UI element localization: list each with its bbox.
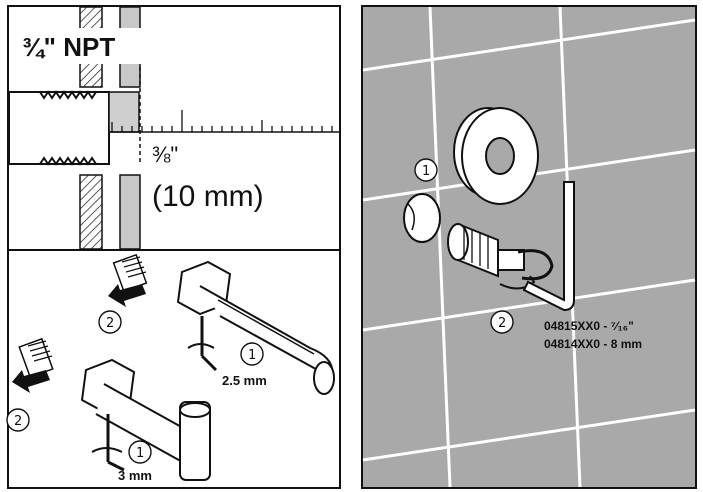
push-arrow-icon-upper <box>108 284 146 307</box>
tub-spout-upper <box>176 260 335 395</box>
hex-key-icon <box>522 181 575 312</box>
step-1a-number: 1 <box>248 348 256 363</box>
model-number-b: 04814XX0 - 8 mm <box>544 337 642 351</box>
npt-size-label: ¾" NPT <box>22 32 115 62</box>
spout-install-panel: 2 1 2.5 mm 2 <box>6 249 341 489</box>
step-1b-number: 1 <box>136 446 144 461</box>
step-2a-number: 2 <box>106 316 114 331</box>
step-badge-1b <box>128 440 152 464</box>
step-badge-wall-1 <box>414 158 438 182</box>
step-wall-1-number: 1 <box>422 164 430 179</box>
ruler <box>109 110 339 133</box>
thread-depth-panel: ¾" NPT ⅜" (10 mm) <box>7 5 341 251</box>
pipe-nipple <box>447 222 554 290</box>
model-number-a: 04815XX0 - ⁷⁄₁₆" <box>544 319 634 333</box>
depth-metric-label: (10 mm) <box>152 180 264 213</box>
tub-spout-lower <box>80 358 211 481</box>
step-badge-wall-2 <box>490 310 514 334</box>
hex-size-upper: 2.5 mm <box>222 373 267 388</box>
push-arrow-icon-lower <box>12 370 50 393</box>
step-2b-number: 2 <box>14 414 22 429</box>
step-badge-2b <box>6 408 30 432</box>
step-badge-2a <box>98 310 122 334</box>
depth-fraction-label: ⅜" <box>152 142 178 167</box>
wall-cap <box>403 193 441 243</box>
hex-size-lower: 3 mm <box>118 468 152 483</box>
step-badge-1a <box>240 342 264 366</box>
tape-roll <box>453 107 539 205</box>
wall-install-panel: 1 2 04815XX0 - ⁷⁄₁₆" 04814XX0 - 8 mm <box>361 5 697 489</box>
step-wall-2-number: 2 <box>498 316 506 331</box>
adapter-upper <box>112 253 148 293</box>
